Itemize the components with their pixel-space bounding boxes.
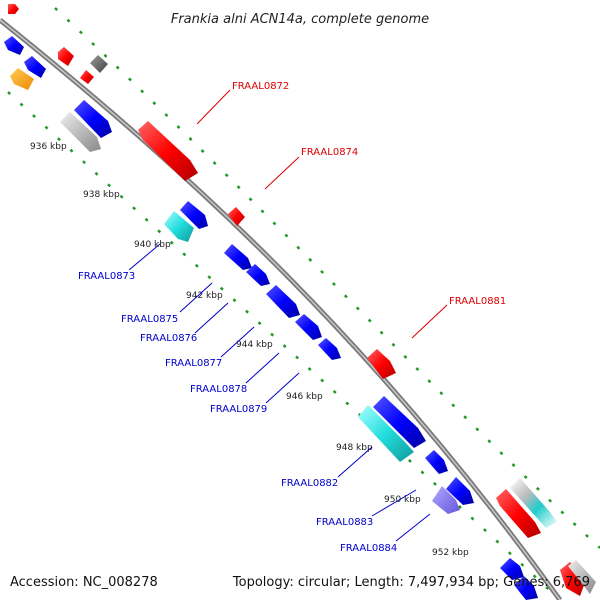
- callout-line: [337, 446, 373, 478]
- gene-arrow[interactable]: [373, 396, 426, 448]
- gene-frAAL0873[interactable]: [164, 211, 194, 242]
- gene-arrow[interactable]: [8, 4, 19, 14]
- callout-line: [128, 243, 161, 271]
- gene-frAAL0878[interactable]: [295, 314, 322, 340]
- gene-arrow[interactable]: [496, 489, 541, 538]
- kbp-tick-label: 944 kbp: [236, 340, 273, 350]
- gene-arrow[interactable]: [58, 47, 74, 66]
- gene-label-frAAL0884[interactable]: FRAAL0884: [340, 543, 397, 554]
- gene-arrow[interactable]: [80, 70, 94, 84]
- genome-stats-label: Topology: circular; Length: 7,497,934 bp…: [232, 575, 590, 590]
- kbp-tick-label: 940 kbp: [134, 240, 171, 250]
- accession-label: Accession: NC_008278: [10, 575, 158, 590]
- gene-label-frAAL0883[interactable]: FRAAL0883: [316, 517, 373, 528]
- gene-label-frAAL0872[interactable]: FRAAL0872: [232, 81, 289, 92]
- gene-frAAL0876[interactable]: [246, 264, 270, 286]
- callout-line: [196, 89, 231, 125]
- gene-frAAL0875[interactable]: [224, 244, 252, 270]
- callout-line: [395, 513, 431, 542]
- gene-label-frAAL0881[interactable]: FRAAL0881: [449, 296, 506, 307]
- callout-line: [371, 489, 417, 517]
- reverse-gene-callouts: FRAAL0873 FRAAL0875 FRAAL0876 FRAAL0877 …: [78, 243, 431, 554]
- forward-gene-callouts: FRAAL0872 FRAAL0874 FRAAL0881: [196, 81, 506, 339]
- gene-frAAL0874[interactable]: [228, 207, 245, 226]
- gene-frAAL0884[interactable]: [432, 486, 460, 514]
- gene-frAAL0879[interactable]: [318, 338, 341, 360]
- gene-arrow[interactable]: [510, 478, 557, 528]
- gene-label-frAAL0882[interactable]: FRAAL0882: [281, 478, 338, 489]
- kbp-tick-label: 950 kbp: [384, 495, 421, 505]
- callout-line: [245, 352, 280, 384]
- gene-frAAL0881[interactable]: [367, 349, 396, 379]
- gene-label-frAAL0877[interactable]: FRAAL0877: [165, 358, 222, 369]
- callout-line: [194, 302, 229, 334]
- kbp-tick-label: 952 kbp: [432, 548, 469, 558]
- kbp-scale: 936 kbp 938 kbp 940 kbp 942 kbp 944 kbp …: [30, 142, 469, 558]
- gene-arrow[interactable]: [10, 68, 34, 90]
- kbp-tick-label: 946 kbp: [286, 392, 323, 402]
- gene-arrow[interactable]: [514, 576, 538, 600]
- gene-arrow[interactable]: [500, 558, 524, 580]
- gene-label-frAAL0875[interactable]: FRAAL0875: [121, 314, 178, 325]
- genome-backbone-highlight: [0, 19, 561, 600]
- gene-label-frAAL0876[interactable]: FRAAL0876: [140, 333, 197, 344]
- kbp-tick-label: 948 kbp: [336, 443, 373, 453]
- kbp-tick-label: 938 kbp: [83, 190, 120, 200]
- forward-strand-genes: [8, 4, 596, 596]
- gene-arrow[interactable]: [24, 56, 46, 78]
- callout-line: [265, 372, 300, 404]
- gene-frAAL0877[interactable]: [266, 285, 300, 318]
- gene-arrow[interactable]: [560, 562, 586, 596]
- callout-line: [179, 282, 213, 313]
- gene-arrow[interactable]: [568, 560, 596, 594]
- callout-line: [411, 304, 448, 339]
- inner-guide-track: [7, 91, 561, 600]
- gene-arrow[interactable]: [4, 36, 24, 55]
- callout-line: [264, 156, 300, 190]
- gene-frAAL0872[interactable]: [138, 121, 198, 181]
- gene-frAAL0883[interactable]: [446, 477, 474, 505]
- gene-arrow[interactable]: [74, 100, 112, 138]
- outer-guide-track: [54, 7, 600, 549]
- kbp-tick-label: 942 kbp: [186, 291, 223, 301]
- map-title: Frankia alni ACN14a, complete genome: [171, 12, 429, 27]
- gene-arrow[interactable]: [425, 450, 448, 474]
- callout-line: [220, 326, 255, 358]
- gene-label-frAAL0874[interactable]: FRAAL0874: [301, 147, 358, 158]
- gene-label-frAAL0878[interactable]: FRAAL0878: [190, 384, 247, 395]
- gene-label-frAAL0873[interactable]: FRAAL0873: [78, 271, 135, 282]
- gene-arrow[interactable]: [90, 55, 108, 73]
- gene-label-frAAL0879[interactable]: FRAAL0879: [210, 404, 267, 415]
- gene-arrow[interactable]: [60, 112, 101, 152]
- reverse-strand-genes: [4, 36, 538, 600]
- gene-arrow[interactable]: [180, 201, 208, 229]
- kbp-tick-label: 936 kbp: [30, 142, 67, 152]
- gene-frAAL0882[interactable]: [358, 405, 414, 462]
